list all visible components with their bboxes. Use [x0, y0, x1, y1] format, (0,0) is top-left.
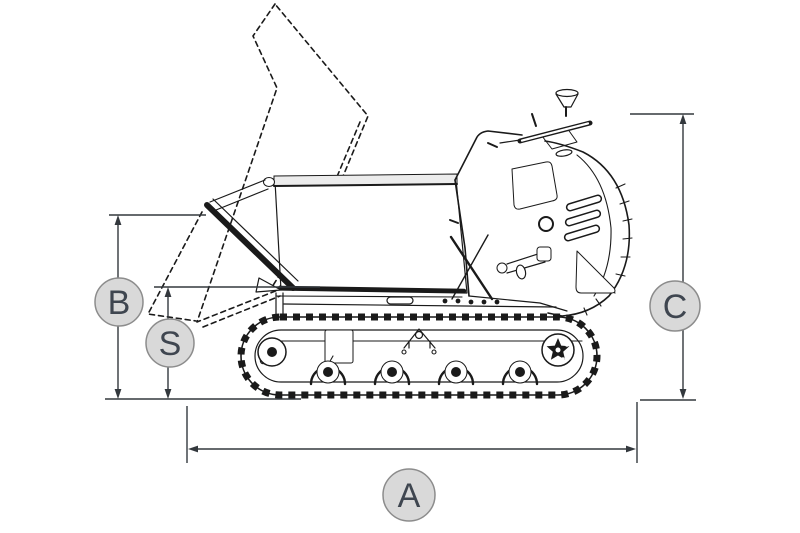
arrow-up-icon	[164, 287, 172, 297]
track-outline	[240, 316, 598, 396]
handlebar-console	[499, 88, 593, 157]
dimension-badge-c: C	[649, 280, 701, 332]
engine-cowl	[544, 140, 633, 317]
tip-pivot-bolt	[496, 262, 508, 274]
arrow-down-icon	[164, 389, 172, 399]
arrow-up-icon	[114, 215, 122, 225]
arrow-up-icon	[679, 114, 687, 124]
dimension-badge-s: S	[145, 318, 195, 368]
cooling-vents	[563, 194, 603, 242]
fuel-cap	[538, 216, 554, 232]
machine-illustration	[147, 3, 633, 399]
cowl-lower-panel	[575, 250, 616, 294]
front-idler	[257, 337, 287, 367]
dimension-badge-b: B	[94, 277, 144, 327]
dimension-badges: B S C A	[94, 277, 701, 522]
chassis-box	[324, 329, 354, 364]
dimension-lines	[105, 113, 696, 463]
rivet-dots	[442, 298, 500, 305]
arrow-right-icon	[626, 445, 636, 453]
arrow-down-icon	[114, 389, 122, 399]
track-assembly	[237, 313, 601, 399]
skip-latch	[386, 296, 414, 305]
dimension-label-a: A	[398, 477, 421, 515]
arrow-left-icon	[188, 445, 198, 453]
dimension-badge-a: A	[382, 468, 436, 522]
top-roller-bracket	[401, 328, 437, 355]
dimension-a	[186, 402, 638, 463]
dimension-label-s: S	[159, 325, 182, 363]
arrow-down-icon	[679, 389, 687, 399]
skip-bottom-rail	[277, 285, 467, 294]
skip-front-lip	[204, 202, 296, 291]
drive-sprocket	[541, 333, 575, 367]
road-wheels	[309, 360, 539, 386]
dimension-label-c: C	[663, 288, 688, 326]
front-strut	[449, 235, 494, 301]
side-panel-window	[511, 161, 558, 210]
skip-hinge	[263, 177, 275, 187]
machine-body	[449, 130, 568, 312]
skip-body	[204, 173, 557, 332]
skip-pivot-bracket	[255, 277, 282, 293]
dimension-c	[630, 113, 696, 401]
dimension-label-b: B	[108, 284, 131, 322]
